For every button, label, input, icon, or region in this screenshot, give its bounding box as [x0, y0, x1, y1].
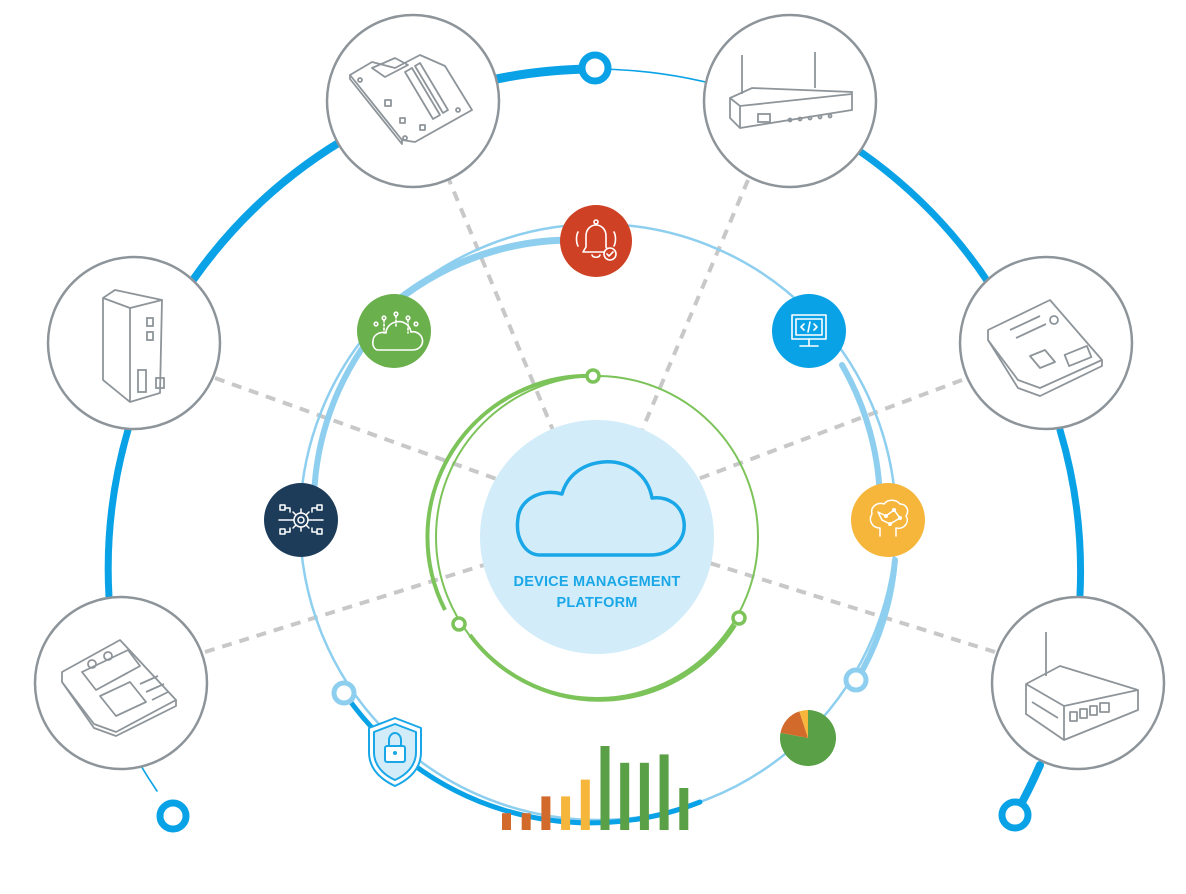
cloud-upload-icon [372, 311, 424, 351]
platform-ring-knob-top [585, 368, 601, 384]
ai-feature [851, 483, 925, 557]
mini-pc-device [46, 255, 222, 431]
connector-lines [204, 174, 996, 654]
circuit-board-device [325, 13, 501, 189]
industrial-gateway-device [990, 595, 1166, 771]
mini-pc-icon [102, 289, 165, 403]
bar-2 [521, 813, 531, 830]
wifi-router-device [702, 13, 878, 189]
platform-cloud-icon [515, 460, 686, 557]
sim-card-icon [61, 639, 177, 737]
bar-5 [580, 779, 590, 830]
bar-9 [659, 754, 669, 830]
platform-center [480, 420, 714, 654]
pie-slice-3 [799, 710, 808, 738]
gateway-box-icon [1025, 632, 1139, 741]
platform-label: DEVICE MANAGEMENT PLATFORM [480, 572, 714, 614]
middle-ring-knob-left [331, 680, 357, 706]
router-icon [729, 52, 853, 129]
pie-slice-1 [780, 710, 837, 767]
middle-ring-knob-right [843, 667, 869, 693]
bar-7 [620, 762, 630, 830]
bar-6 [600, 746, 610, 830]
bar-10 [679, 788, 689, 830]
bar-3 [541, 796, 551, 830]
cloud-deploy-feature [357, 294, 431, 368]
analytics-bars-feature [502, 746, 689, 830]
outer-ring-knob-top [578, 51, 612, 85]
bar-4 [561, 796, 571, 830]
shield-lock-icon [368, 717, 422, 787]
alarm-bell-icon [575, 219, 617, 261]
outer-ring-knob-left [156, 799, 190, 833]
sim-card-icon [987, 299, 1103, 397]
gear-network-icon [278, 504, 324, 535]
neural-brain-icon [869, 499, 909, 537]
bar-8 [639, 762, 649, 830]
platform-ring-knob-left [451, 616, 467, 632]
outer-ring [104, 64, 1085, 819]
platform-ring [425, 373, 759, 702]
config-feature [264, 483, 338, 557]
platform-title-line-1: DEVICE MANAGEMENT [513, 574, 681, 590]
outer-ring-knob-right [998, 798, 1032, 832]
sim-card-device-left [33, 595, 209, 771]
analytics-pie-feature [780, 710, 837, 767]
sim-card-device-right [958, 255, 1134, 431]
circuit-board-icon [349, 54, 473, 145]
bar-1 [502, 813, 511, 830]
security-feature [368, 717, 422, 787]
platform-title-line-2: PLATFORM [556, 595, 638, 611]
monitor-code-icon [791, 314, 827, 347]
alert-feature [560, 205, 632, 277]
pie-slice-2 [780, 711, 808, 738]
remote-console-feature [772, 294, 846, 368]
platform-ring-knob-right [731, 610, 747, 626]
